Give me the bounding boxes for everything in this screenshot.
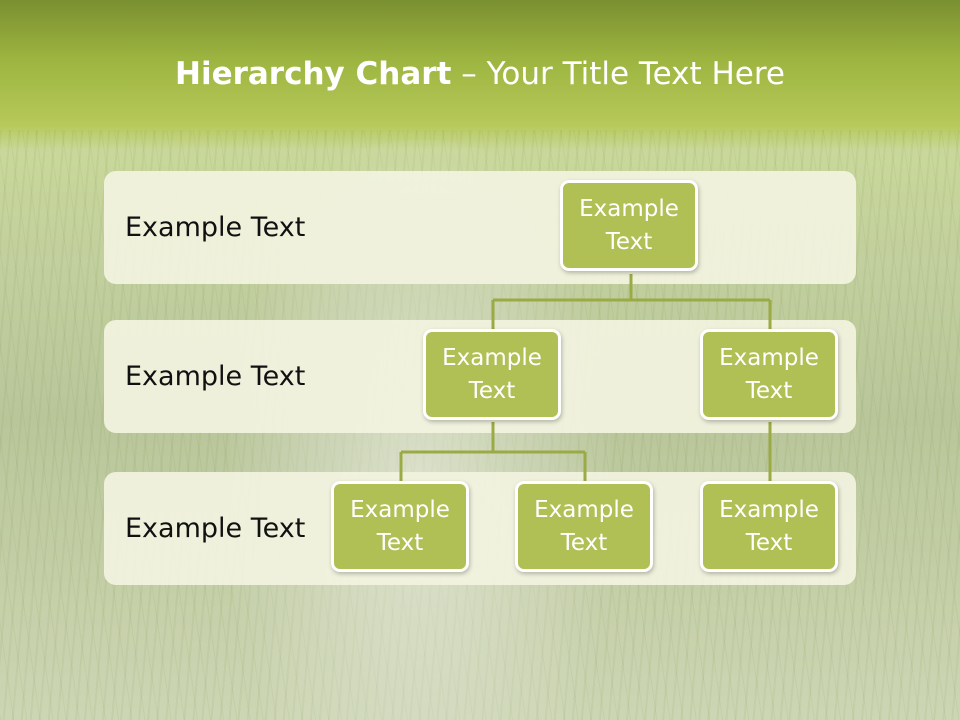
- title-bold: Hierarchy Chart: [175, 56, 452, 92]
- slide-title: Hierarchy Chart – Your Title Text Here: [0, 56, 960, 92]
- connector-left-to-level3: [399, 422, 587, 483]
- level-label-3: Example Text: [125, 513, 306, 544]
- level-band-1: Example Text: [104, 171, 856, 284]
- title-rest: – Your Title Text Here: [451, 56, 785, 92]
- connector-root-to-level2: [491, 274, 772, 331]
- level-label-1: Example Text: [125, 212, 306, 243]
- level-label-2: Example Text: [125, 361, 306, 392]
